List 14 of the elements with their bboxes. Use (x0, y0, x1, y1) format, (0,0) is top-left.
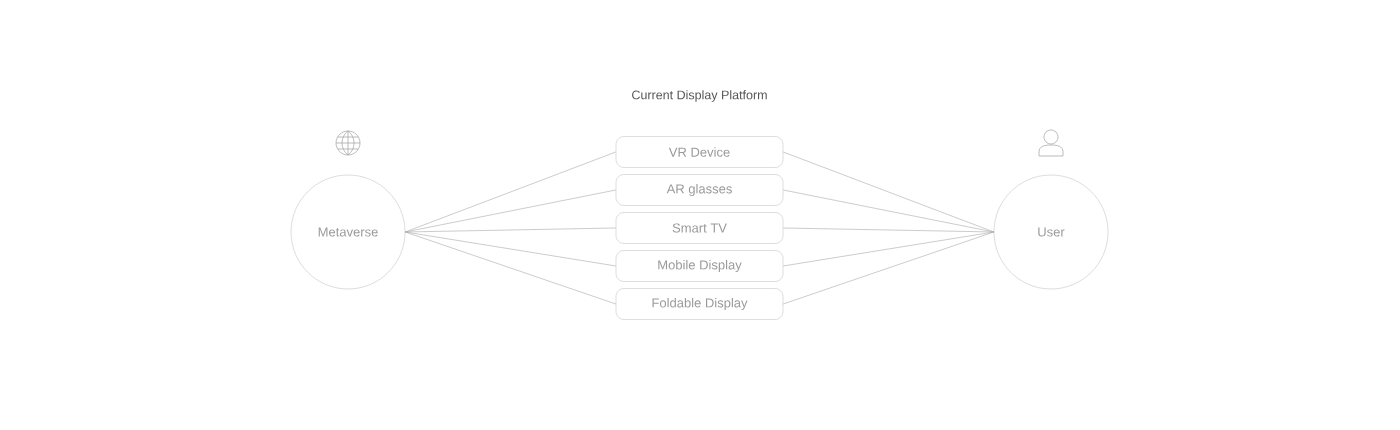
connector-line (782, 227, 995, 233)
connector-line (404, 151, 617, 233)
rounded-box: Smart TV (615, 212, 784, 244)
connector-line (404, 231, 617, 305)
title: Current Display Platform (632, 90, 767, 102)
rounded-box: VR Device (615, 136, 784, 168)
connector-line (404, 227, 617, 233)
connector-line (782, 151, 995, 233)
connector-line (782, 231, 995, 305)
circle-node: Metaverse (290, 174, 406, 290)
circle-node: User (993, 174, 1109, 290)
rounded-box: AR glasses (615, 174, 784, 206)
rounded-box: Foldable Display (615, 288, 784, 320)
rounded-box: Mobile Display (615, 250, 784, 282)
